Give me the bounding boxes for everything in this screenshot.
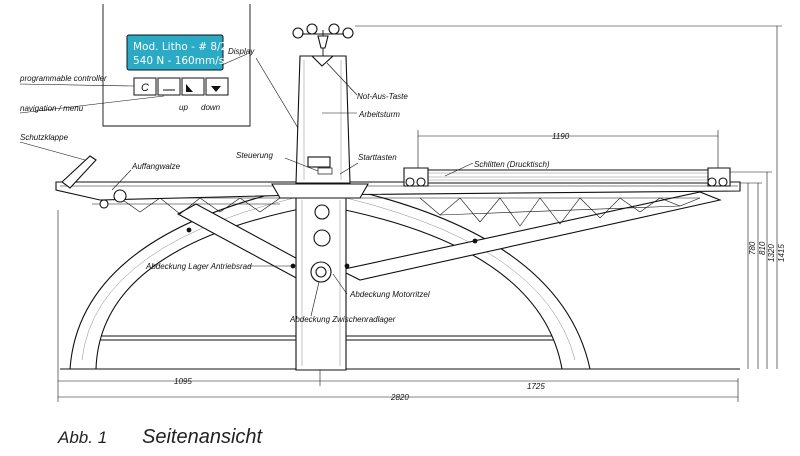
work-tower [292,23,354,184]
figure-caption: Abb. 1 Seitenansicht [57,426,264,448]
label-display: Display [228,47,255,56]
key-up-button[interactable] [181,77,205,96]
controller-display [126,34,224,71]
dim-h3: 1320 [767,244,776,262]
print-bed [55,181,741,201]
display-line-2: 540 N - 160mm/sec [133,55,237,67]
central-column [295,195,347,371]
label-programmable-controller: programmable controller [19,74,107,83]
label-arbeitsturm: Arbeitsturm [358,110,400,119]
label-schutzklappe: Schutzklappe [20,133,69,142]
key-c-label: C [141,82,149,94]
dim-right-span: 1725 [527,382,545,391]
callout-leaders [19,62,474,317]
dim-h1: 780 [748,241,757,255]
right-truss [360,197,701,227]
machine [55,23,741,371]
label-schlitten: Schlitten (Drucktisch) [474,160,550,169]
key-blank-button[interactable] [157,77,181,96]
label-abdeckung-zwischenradlager: Abdeckung Zwischenradlager [289,315,396,324]
dimension-lines [57,25,782,402]
label-abdeckung-lager: Abdeckung Lager Antriebsrad [145,262,252,271]
arrow-down-icon [211,86,221,92]
dim-left-span: 1095 [174,377,192,386]
label-steuerung: Steuerung [236,151,273,160]
dim-sled: 1190 [552,132,570,141]
label-abdeckung-motorritzel: Abdeckung Motorritzel [349,290,430,299]
dimension-values: 1190 1095 1725 2820 780 810 1320 1415 [174,132,786,402]
key-c-button[interactable]: C [133,77,157,96]
labels: Display programmable controller navigati… [19,47,550,324]
caption-title: Seitenansicht [142,426,264,448]
bolt [186,227,192,233]
label-starttasten: Starttasten [358,153,397,162]
label-navigation-menu: navigation / menu [20,104,84,113]
sled [403,167,731,187]
dim-h2: 810 [758,241,767,255]
label-not-aus-taste: Not-Aus-Taste [357,92,408,101]
dim-total: 2820 [390,393,409,402]
caption-number: Abb. 1 [57,428,107,447]
arrow-up-icon [186,84,193,92]
bolt [344,263,350,269]
dim-h4: 1415 [777,244,786,262]
key-down-button[interactable] [205,77,229,96]
down-label: down [201,103,221,112]
label-auffangwalze: Auffangwalze [131,162,181,171]
controller-panel: Mod. Litho - # 8/22 540 N - 160mm/sec C … [102,4,251,127]
bolt [472,238,478,244]
display-line-1: Mod. Litho - # 8/22 [133,41,234,53]
up-label: up [179,103,188,112]
